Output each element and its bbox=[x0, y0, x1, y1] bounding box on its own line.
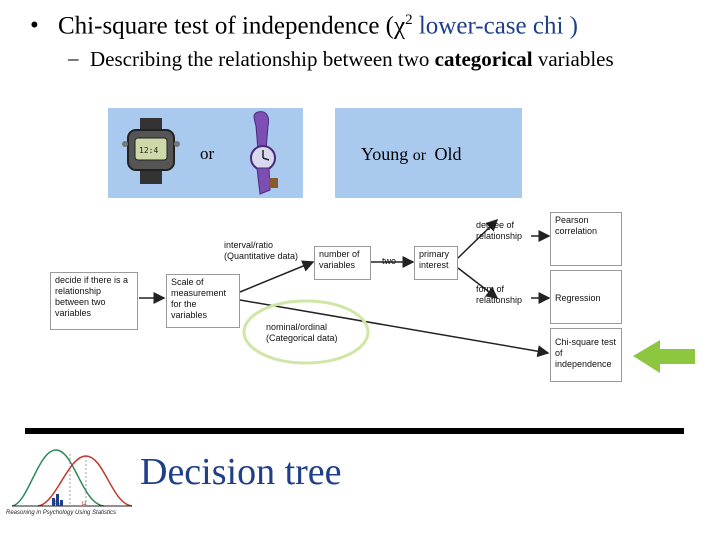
heading-post: lower-case chi ) bbox=[412, 12, 578, 40]
footer-divider bbox=[25, 428, 684, 434]
sub-text-pre: Describing the relationship between two bbox=[90, 47, 435, 71]
young-label: Young bbox=[361, 144, 409, 164]
form-label: form of relationship bbox=[476, 284, 523, 305]
analog-watch-icon bbox=[250, 111, 278, 195]
regression-box: Regression bbox=[550, 270, 622, 324]
watch-panel: 12:4 or bbox=[108, 108, 303, 198]
digital-watch-icon: 12:4 bbox=[122, 118, 180, 184]
sub-text-post: variables bbox=[532, 47, 614, 71]
two-label: two bbox=[382, 256, 397, 266]
categorical-highlight-circle bbox=[242, 299, 370, 365]
pearson-box: Pearson correlation bbox=[550, 212, 622, 266]
sub-bullet-dash: – bbox=[68, 46, 79, 70]
scale-to-chisq-arrow bbox=[239, 299, 550, 358]
bullet-dot: • bbox=[30, 12, 39, 39]
chisq-box: Chi-square test of independence bbox=[550, 328, 622, 382]
chi-superscript: 2 bbox=[405, 12, 413, 28]
nominal-label: nominal/ordinal (Categorical data) bbox=[266, 322, 338, 343]
distribution-logo-icon bbox=[8, 440, 136, 512]
scale-box: Scale of measurement for the variables bbox=[166, 274, 240, 328]
interval-label: interval/ratio (Quantitative data) bbox=[224, 240, 299, 261]
scale-to-number-arrow bbox=[239, 260, 315, 293]
number-box: number of variables bbox=[314, 246, 371, 280]
logo-caption: Reasoning in Psychology Using Statistics bbox=[6, 510, 117, 516]
green-arrow-icon bbox=[633, 340, 695, 373]
old-label: Old bbox=[434, 144, 462, 164]
slide-title: Decision tree bbox=[140, 451, 342, 493]
logo-mu-label: μ bbox=[82, 500, 87, 507]
watch-or-label: or bbox=[200, 144, 215, 163]
primary-to-form-arrow bbox=[457, 267, 499, 299]
sub-bullet-text: Describing the relationship between two … bbox=[90, 46, 650, 72]
chi-symbol: χ bbox=[394, 12, 406, 40]
logo-x1-label: X₁ bbox=[54, 500, 62, 507]
heading-line: Chi-square test of independence (χ2 lowe… bbox=[58, 12, 578, 40]
decide-box: decide if there is a relationship betwee… bbox=[50, 272, 138, 330]
age-panel: Young or Old bbox=[335, 108, 522, 198]
degree-label: degree of relationship bbox=[476, 220, 523, 241]
sub-text-bold: categorical bbox=[434, 47, 533, 71]
heading-pre: Chi-square test of independence ( bbox=[58, 12, 394, 40]
watch-illustrations: 12:4 bbox=[122, 111, 278, 195]
primary-to-degree-arrow bbox=[457, 218, 499, 259]
primary-box: primary interest bbox=[414, 246, 458, 280]
svg-text:12:4: 12:4 bbox=[139, 146, 158, 155]
age-options: Young or Old bbox=[361, 144, 462, 165]
age-or-label: or bbox=[412, 147, 427, 164]
